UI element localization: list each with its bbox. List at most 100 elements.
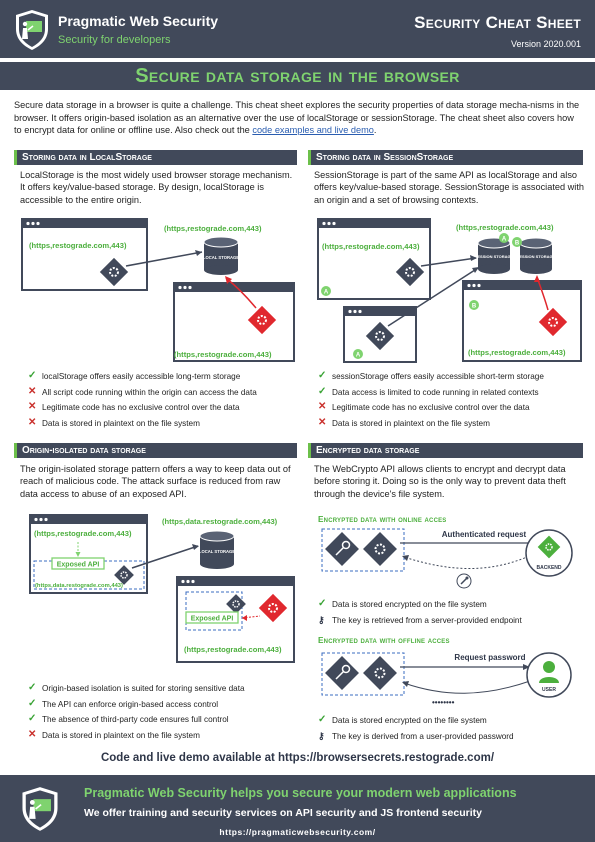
check-icon: ✓	[318, 598, 327, 609]
list-item: ✓Data is stored encrypted on the file sy…	[318, 598, 487, 610]
malicious-code-icon	[258, 593, 288, 623]
local-storage-label: LOCAL STORAGE	[203, 255, 239, 260]
page-header: Pragmatic Web Security Security for deve…	[0, 0, 595, 58]
cross-icon: ✕	[28, 385, 37, 397]
cross-icon: ✕	[28, 728, 37, 740]
section-header-origin-isolated: Origin-isolated data storage	[14, 443, 297, 458]
offline-access-diagram: Request password •••••••• USER	[321, 652, 572, 707]
check-icon: ✓	[28, 697, 37, 709]
svg-text:B: B	[472, 304, 477, 310]
list-item: ✓The absence of third-party code ensures…	[28, 713, 229, 725]
list-item: ✕All script code running within the orig…	[28, 385, 257, 397]
footer-url-link[interactable]: https://pragmaticwebsecurity.com/	[219, 827, 376, 837]
origin-isolated-description: The origin-isolated storage pattern offe…	[20, 464, 291, 499]
origin-label-a: (https,restograde.com,443)	[29, 241, 127, 250]
svg-text:SESSION STORAGE: SESSION STORAGE	[475, 254, 514, 259]
origin-label-main: (https,restograde.com,443)	[34, 529, 132, 538]
session-storage-b-icon: SESSION STORAGE B	[512, 237, 556, 274]
localstorage-diagram: (https,restograde.com,443) (https,restog…	[21, 218, 295, 362]
online-access-diagram: Authenticated request BACKEND	[321, 528, 573, 589]
main-title: Secure data storage in the browser	[0, 62, 595, 90]
svg-text:A: A	[502, 237, 507, 243]
check-icon: ✓	[318, 385, 327, 397]
origin-label-inner: (https,data.restograde.com,443)	[35, 583, 123, 589]
localstorage-properties: ✓localStorage offers easily accessible l…	[28, 371, 298, 433]
intro-end: .	[373, 125, 377, 136]
small-key-icon	[456, 573, 472, 589]
origin-label-data: (https,data.restograde.com,443)	[162, 517, 278, 526]
localstorage-description: LocalStorage is the most widely used bro…	[20, 170, 293, 205]
browser-window-main: (https,restograde.com,443) Exposed API (…	[29, 514, 148, 594]
cross-icon: ✕	[28, 416, 37, 428]
password-dots: ••••••••	[432, 698, 455, 707]
brand-tagline: Security for developers	[58, 34, 171, 46]
origin-label-a: (https,restograde.com,443)	[322, 242, 420, 251]
backend-icon: BACKEND	[525, 529, 573, 577]
browser-window-a: (https,restograde.com,443)	[21, 218, 148, 291]
key-icon: ⚷	[318, 614, 325, 625]
list-item: ✓sessionStorage offers easily accessible…	[318, 370, 544, 382]
section-header-localstorage: Storing data in LocalStorage	[14, 150, 297, 165]
shield-logo-icon	[22, 787, 58, 831]
origin-label-main-b: (https,restograde.com,443)	[184, 645, 282, 654]
local-storage-icon: LOCAL STORAGE	[203, 236, 239, 275]
list-item: ✕Legitimate code has no exclusive contro…	[318, 401, 530, 413]
origin-isolated-properties: ✓Origin-based isolation is suited for st…	[28, 683, 298, 745]
check-icon: ✓	[28, 713, 37, 724]
browser-window-other: Exposed API (https,restograde.com,443)	[176, 576, 295, 663]
browser-window-b: (https,restograde.com,443)	[173, 282, 295, 362]
brand-name: Pragmatic Web Security	[58, 13, 219, 29]
backend-label: BACKEND	[537, 565, 562, 571]
offline-access-properties: ✓Data is stored encrypted on the file sy…	[318, 715, 584, 746]
sheet-title: Security Cheat Sheet	[414, 13, 581, 32]
list-item: ✕Data is stored in plaintext on the file…	[28, 728, 200, 740]
svg-text:B: B	[515, 241, 520, 247]
list-item: ✓Data access is limited to code running …	[318, 385, 539, 397]
offline-request-label: Request password	[454, 653, 525, 662]
user-label: USER	[542, 687, 556, 693]
page-footer: Pragmatic Web Security helps you secure …	[0, 775, 595, 842]
svg-text:SESSION STORAGE: SESSION STORAGE	[517, 254, 556, 259]
key-icon	[325, 532, 359, 566]
check-icon: ✓	[318, 714, 327, 725]
exposed-api-label-b: Exposed API	[191, 616, 234, 623]
online-access-properties: ✓Data is stored encrypted on the file sy…	[318, 599, 584, 630]
origin-isolated-diagram: (https,restograde.com,443) Exposed API (…	[29, 514, 295, 663]
check-icon: ✓	[318, 370, 327, 381]
origin-label-b: (https,restograde.com,443)	[164, 224, 262, 233]
footer-title: Pragmatic Web Security helps you secure …	[84, 786, 517, 800]
shield-logo-icon	[16, 10, 48, 50]
svg-text:A: A	[324, 290, 329, 296]
list-item: ✕Data is stored in plaintext on the file…	[28, 416, 200, 428]
sheet-version: Version 2020.001	[510, 39, 581, 49]
intro-paragraph: Secure data storage in a browser is quit…	[14, 99, 582, 137]
offline-access-title: Encrypted data with offline acces	[318, 636, 450, 645]
user-icon: USER	[526, 652, 572, 698]
origin-label-b: (https,restograde.com,443)	[456, 223, 554, 232]
key-icon	[325, 656, 359, 690]
list-item: ✓The API can enforce origin-based access…	[28, 697, 219, 709]
origin-label-c: (https,restograde.com,443)	[174, 350, 272, 359]
list-item: ⚷The key is retrieved from a server-prov…	[318, 614, 522, 625]
cross-icon: ✕	[318, 416, 327, 428]
session-storage-a-icon: SESSION STORAGE A	[475, 233, 514, 274]
list-item: ✓localStorage offers easily accessible l…	[28, 370, 241, 382]
origin-label-c: (https,restograde.com,443)	[468, 348, 566, 357]
footer-subtitle: We offer training and security services …	[84, 807, 482, 819]
code-examples-link[interactable]: code examples and live demo	[252, 125, 374, 136]
cross-icon: ✕	[28, 401, 37, 412]
list-item: ✕Legitimate code has no exclusive contro…	[28, 401, 240, 413]
demo-link-line[interactable]: Code and live demo available at https://…	[100, 752, 495, 764]
check-icon: ✓	[28, 682, 37, 693]
online-access-title: Encrypted data with online acces	[318, 515, 447, 524]
encrypted-description: The WebCrypto API allows clients to encr…	[314, 464, 566, 499]
app-code-icon	[363, 532, 397, 566]
svg-text:LOCAL STORAGE: LOCAL STORAGE	[199, 549, 235, 554]
list-item: ⚷The key is derived from a user-provided…	[318, 730, 514, 741]
section-header-sessionstorage: Storing data in SessionStorage	[308, 150, 583, 165]
browser-window-a: A	[317, 218, 431, 300]
cross-icon: ✕	[318, 401, 327, 412]
check-icon: ✓	[28, 370, 37, 381]
svg-text:A: A	[356, 353, 361, 359]
list-item: ✓Origin-based isolation is suited for st…	[28, 682, 245, 694]
